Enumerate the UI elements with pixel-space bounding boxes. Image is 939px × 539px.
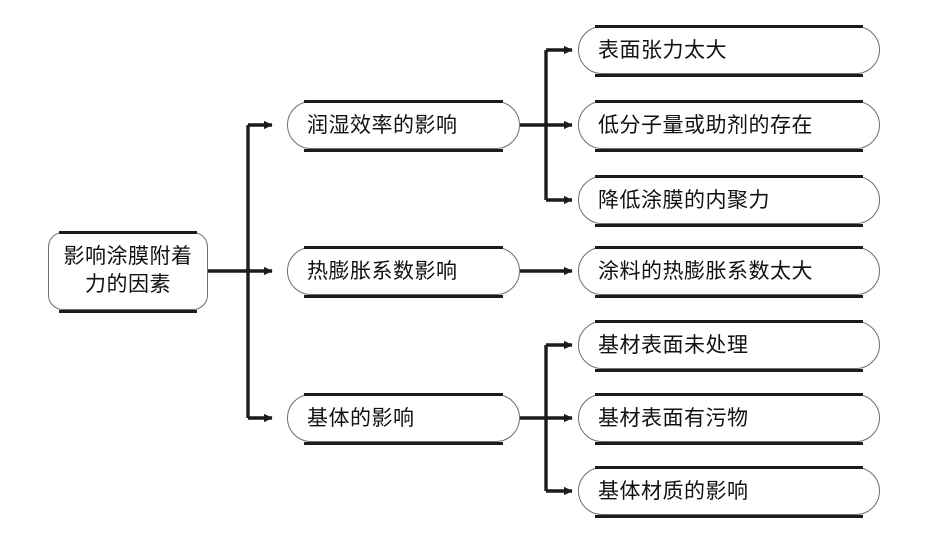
leaf-node-1-2[interactable]: 低分子量或助剂的存在 xyxy=(578,100,880,152)
leaf-node-2-1[interactable]: 涂料的热膨胀系数太大 xyxy=(578,246,880,298)
leaf-node-1-3-label: 降低涂膜的内聚力 xyxy=(598,187,770,212)
leaf-node-2-1-label: 涂料的热膨胀系数太大 xyxy=(598,258,813,283)
branch-node-1[interactable]: 润湿效率的影响 xyxy=(287,100,520,152)
node-edge-accent-bottom xyxy=(304,442,503,445)
branch-node-3-label: 基体的影响 xyxy=(307,405,415,430)
leaf-node-3-1[interactable]: 基材表面未处理 xyxy=(578,320,880,372)
node-edge-accent-bottom xyxy=(304,149,503,152)
leaf-node-3-2-label: 基材表面有污物 xyxy=(598,405,749,430)
node-edge-accent-top xyxy=(595,466,863,470)
leaf-node-1-1-label: 表面张力太大 xyxy=(598,37,727,62)
node-edge-accent-top xyxy=(595,393,863,397)
branch-1-connectors xyxy=(520,45,573,205)
leaf-node-3-1-label: 基材表面未处理 xyxy=(598,332,749,357)
node-edge-accent-bottom xyxy=(595,515,863,518)
node-edge-accent-bottom xyxy=(595,369,863,372)
leaf-node-1-1[interactable]: 表面张力太大 xyxy=(578,25,880,77)
node-edge-accent-top xyxy=(304,393,503,397)
node-edge-accent-top xyxy=(595,25,863,29)
node-edge-accent-top xyxy=(304,246,503,250)
branch-3-connectors xyxy=(520,340,573,496)
leaf-node-1-3[interactable]: 降低涂膜的内聚力 xyxy=(578,175,880,227)
node-edge-accent-bottom xyxy=(595,295,863,298)
root-node-label: 影响涂膜附着 力的因素 xyxy=(63,244,193,296)
node-edge-accent-top xyxy=(595,320,863,324)
node-edge-accent-bottom xyxy=(59,310,197,313)
node-edge-accent-bottom xyxy=(595,442,863,445)
leaf-node-3-3[interactable]: 基体材质的影响 xyxy=(578,466,880,518)
node-edge-accent-top xyxy=(595,100,863,104)
node-edge-accent-bottom xyxy=(304,295,503,298)
node-edge-accent-bottom xyxy=(595,149,863,152)
root-connectors xyxy=(208,120,273,423)
leaf-node-3-3-label: 基体材质的影响 xyxy=(598,478,749,503)
node-edge-accent-top xyxy=(595,175,863,179)
leaf-node-1-2-label: 低分子量或助剂的存在 xyxy=(598,112,813,137)
node-edge-accent-bottom xyxy=(595,224,863,227)
leaf-node-3-2[interactable]: 基材表面有污物 xyxy=(578,393,880,445)
node-edge-accent-top xyxy=(59,231,197,235)
root-node[interactable]: 影响涂膜附着 力的因素 xyxy=(48,231,208,313)
branch-node-2[interactable]: 热膨胀系数影响 xyxy=(287,246,520,298)
branch-node-1-label: 润湿效率的影响 xyxy=(307,112,458,137)
branch-node-2-label: 热膨胀系数影响 xyxy=(307,258,458,283)
branch-node-3[interactable]: 基体的影响 xyxy=(287,393,520,445)
node-edge-accent-top xyxy=(304,100,503,104)
node-edge-accent-bottom xyxy=(595,74,863,77)
node-edge-accent-top xyxy=(595,246,863,250)
